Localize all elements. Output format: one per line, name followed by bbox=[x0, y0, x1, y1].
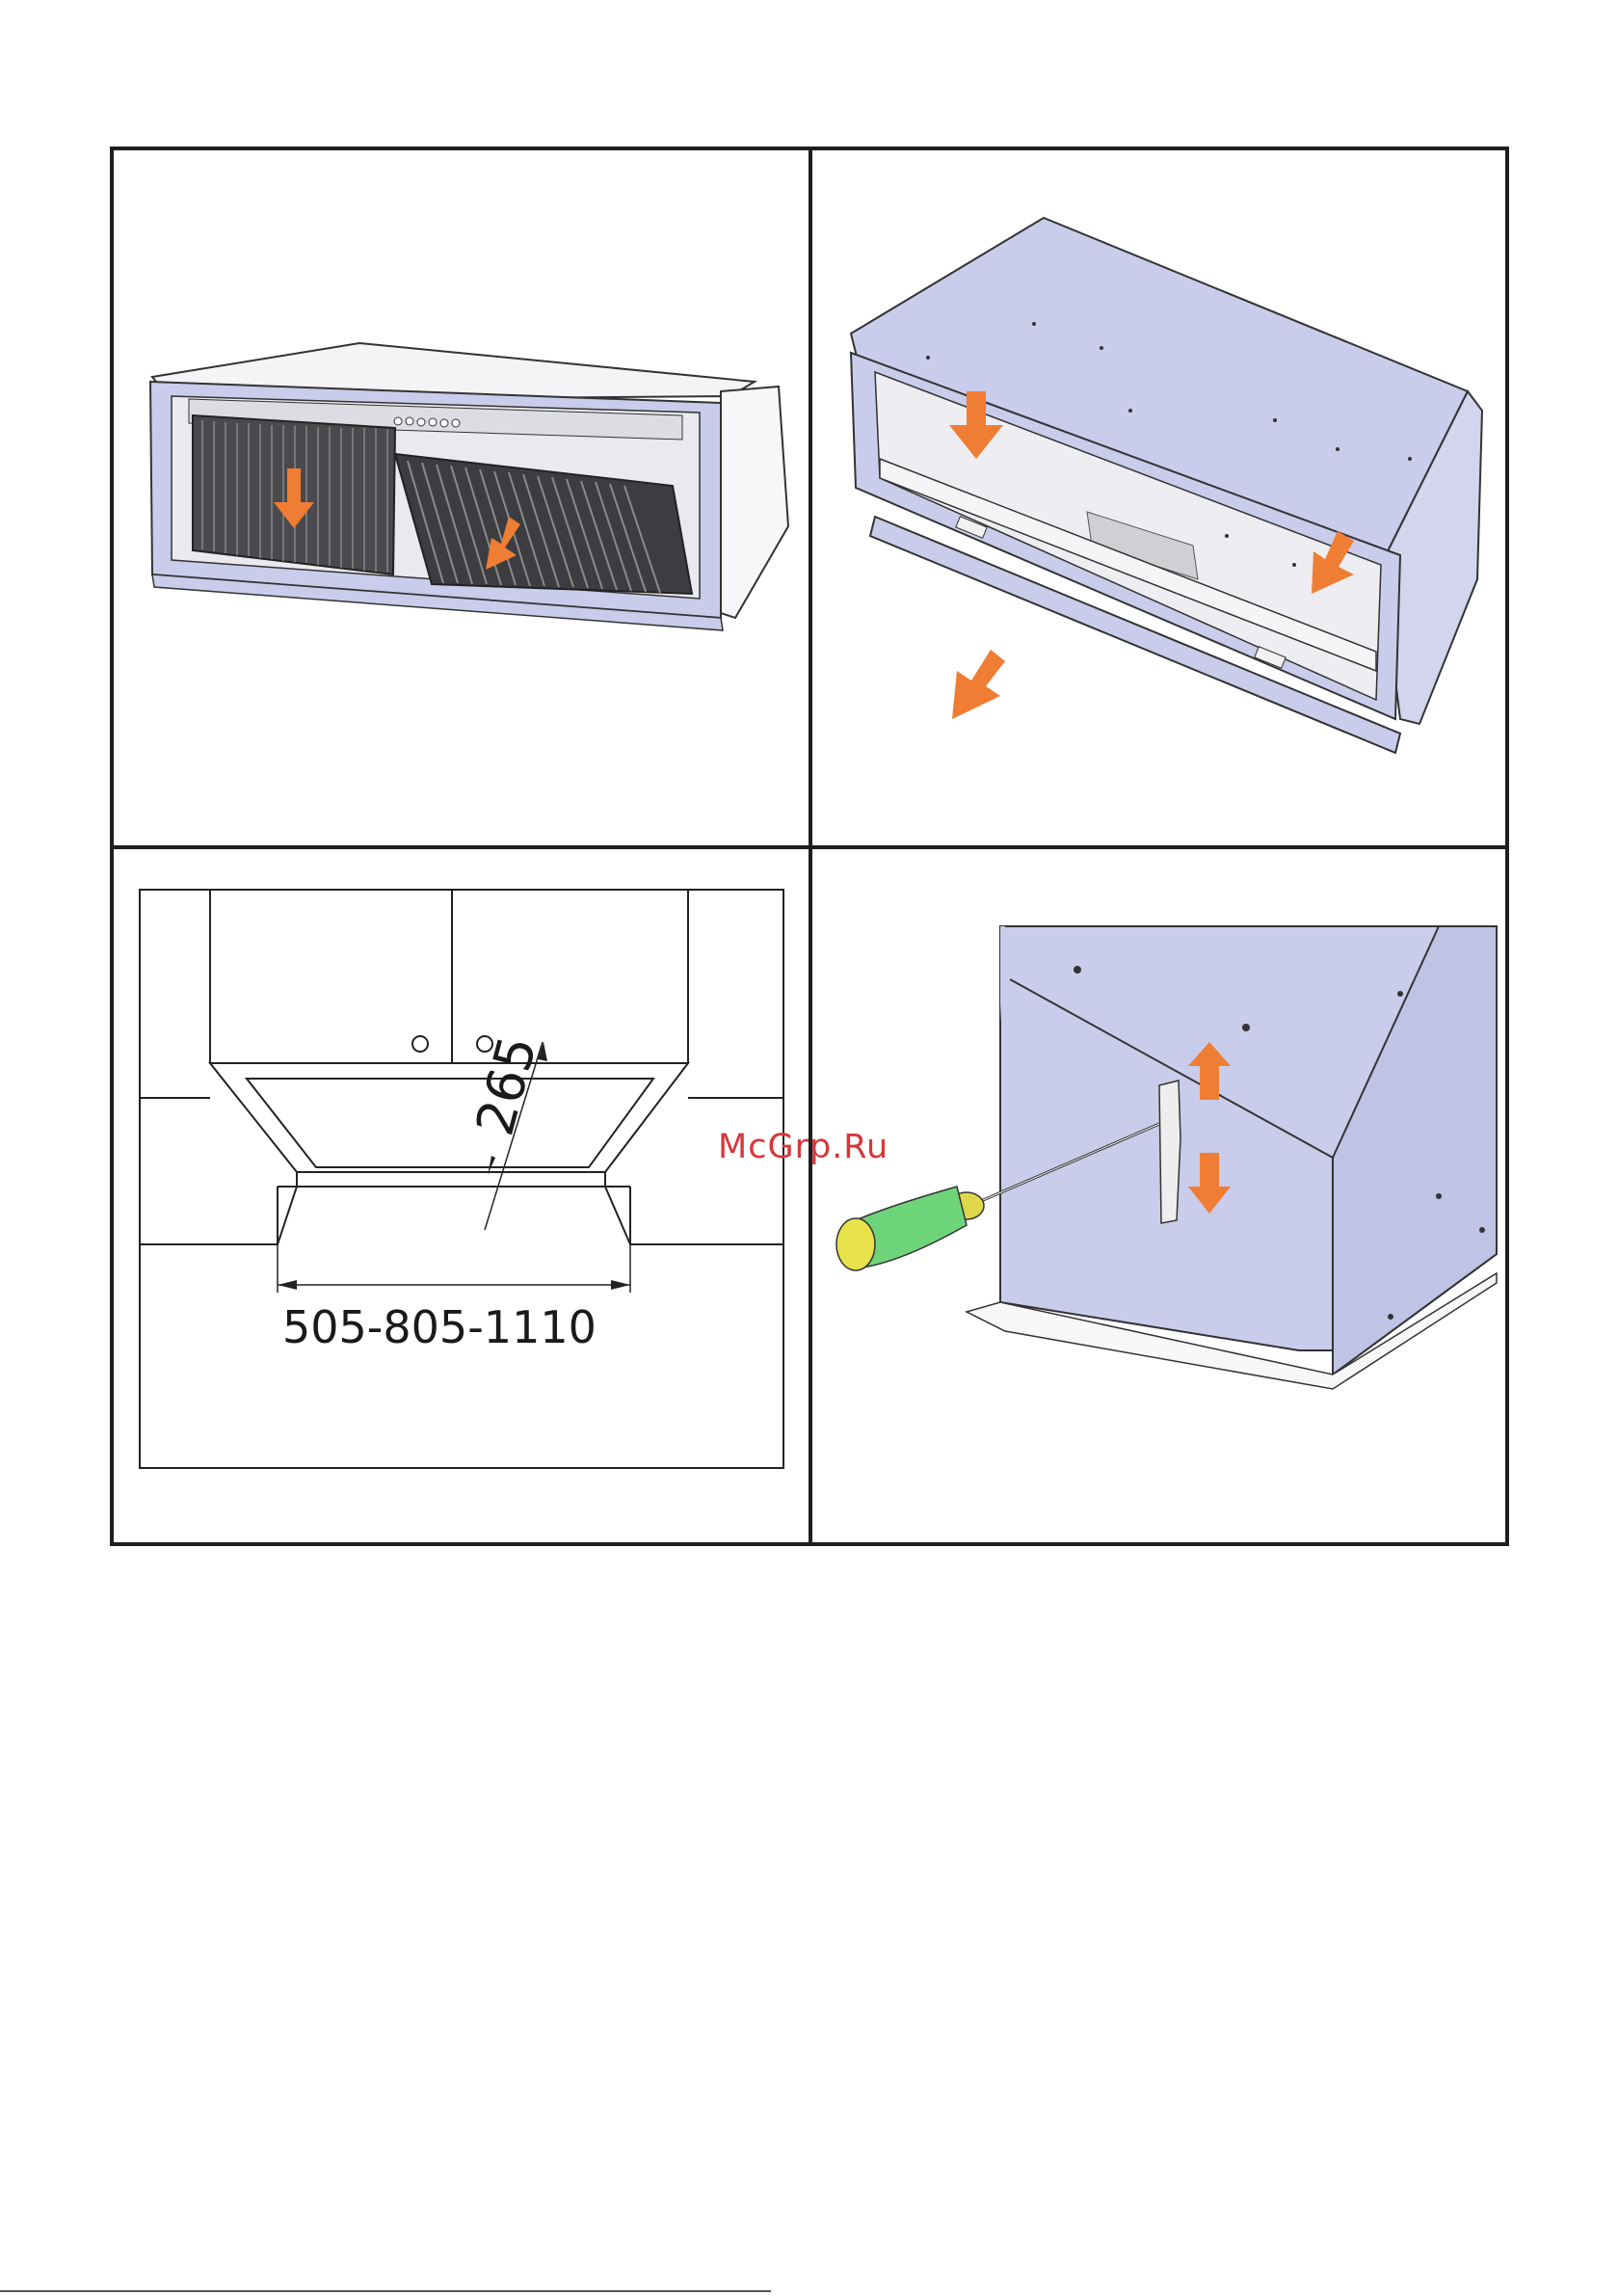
cutout-drawing: 265 505-805-1110 bbox=[114, 849, 809, 1546]
width-dimension-label: 505-805-1110 bbox=[282, 1301, 597, 1353]
watermark: McGrp.Ru bbox=[718, 1128, 889, 1166]
bracket-adjust-illustration bbox=[812, 849, 1509, 1546]
arrow-out-icon bbox=[952, 650, 1005, 719]
panel-adjust-bracket bbox=[812, 849, 1509, 1546]
panel-remove-front-strip bbox=[812, 150, 1509, 845]
panel-remove-filters bbox=[114, 150, 809, 845]
footer-rule bbox=[0, 2290, 771, 2292]
figure-grid: 265 505-805-1110 bbox=[110, 147, 1509, 1546]
panel-cutout-dimensions: 265 505-805-1110 bbox=[114, 849, 809, 1546]
hood-strip-illustration bbox=[812, 150, 1509, 845]
hood-filters-illustration bbox=[114, 150, 809, 845]
